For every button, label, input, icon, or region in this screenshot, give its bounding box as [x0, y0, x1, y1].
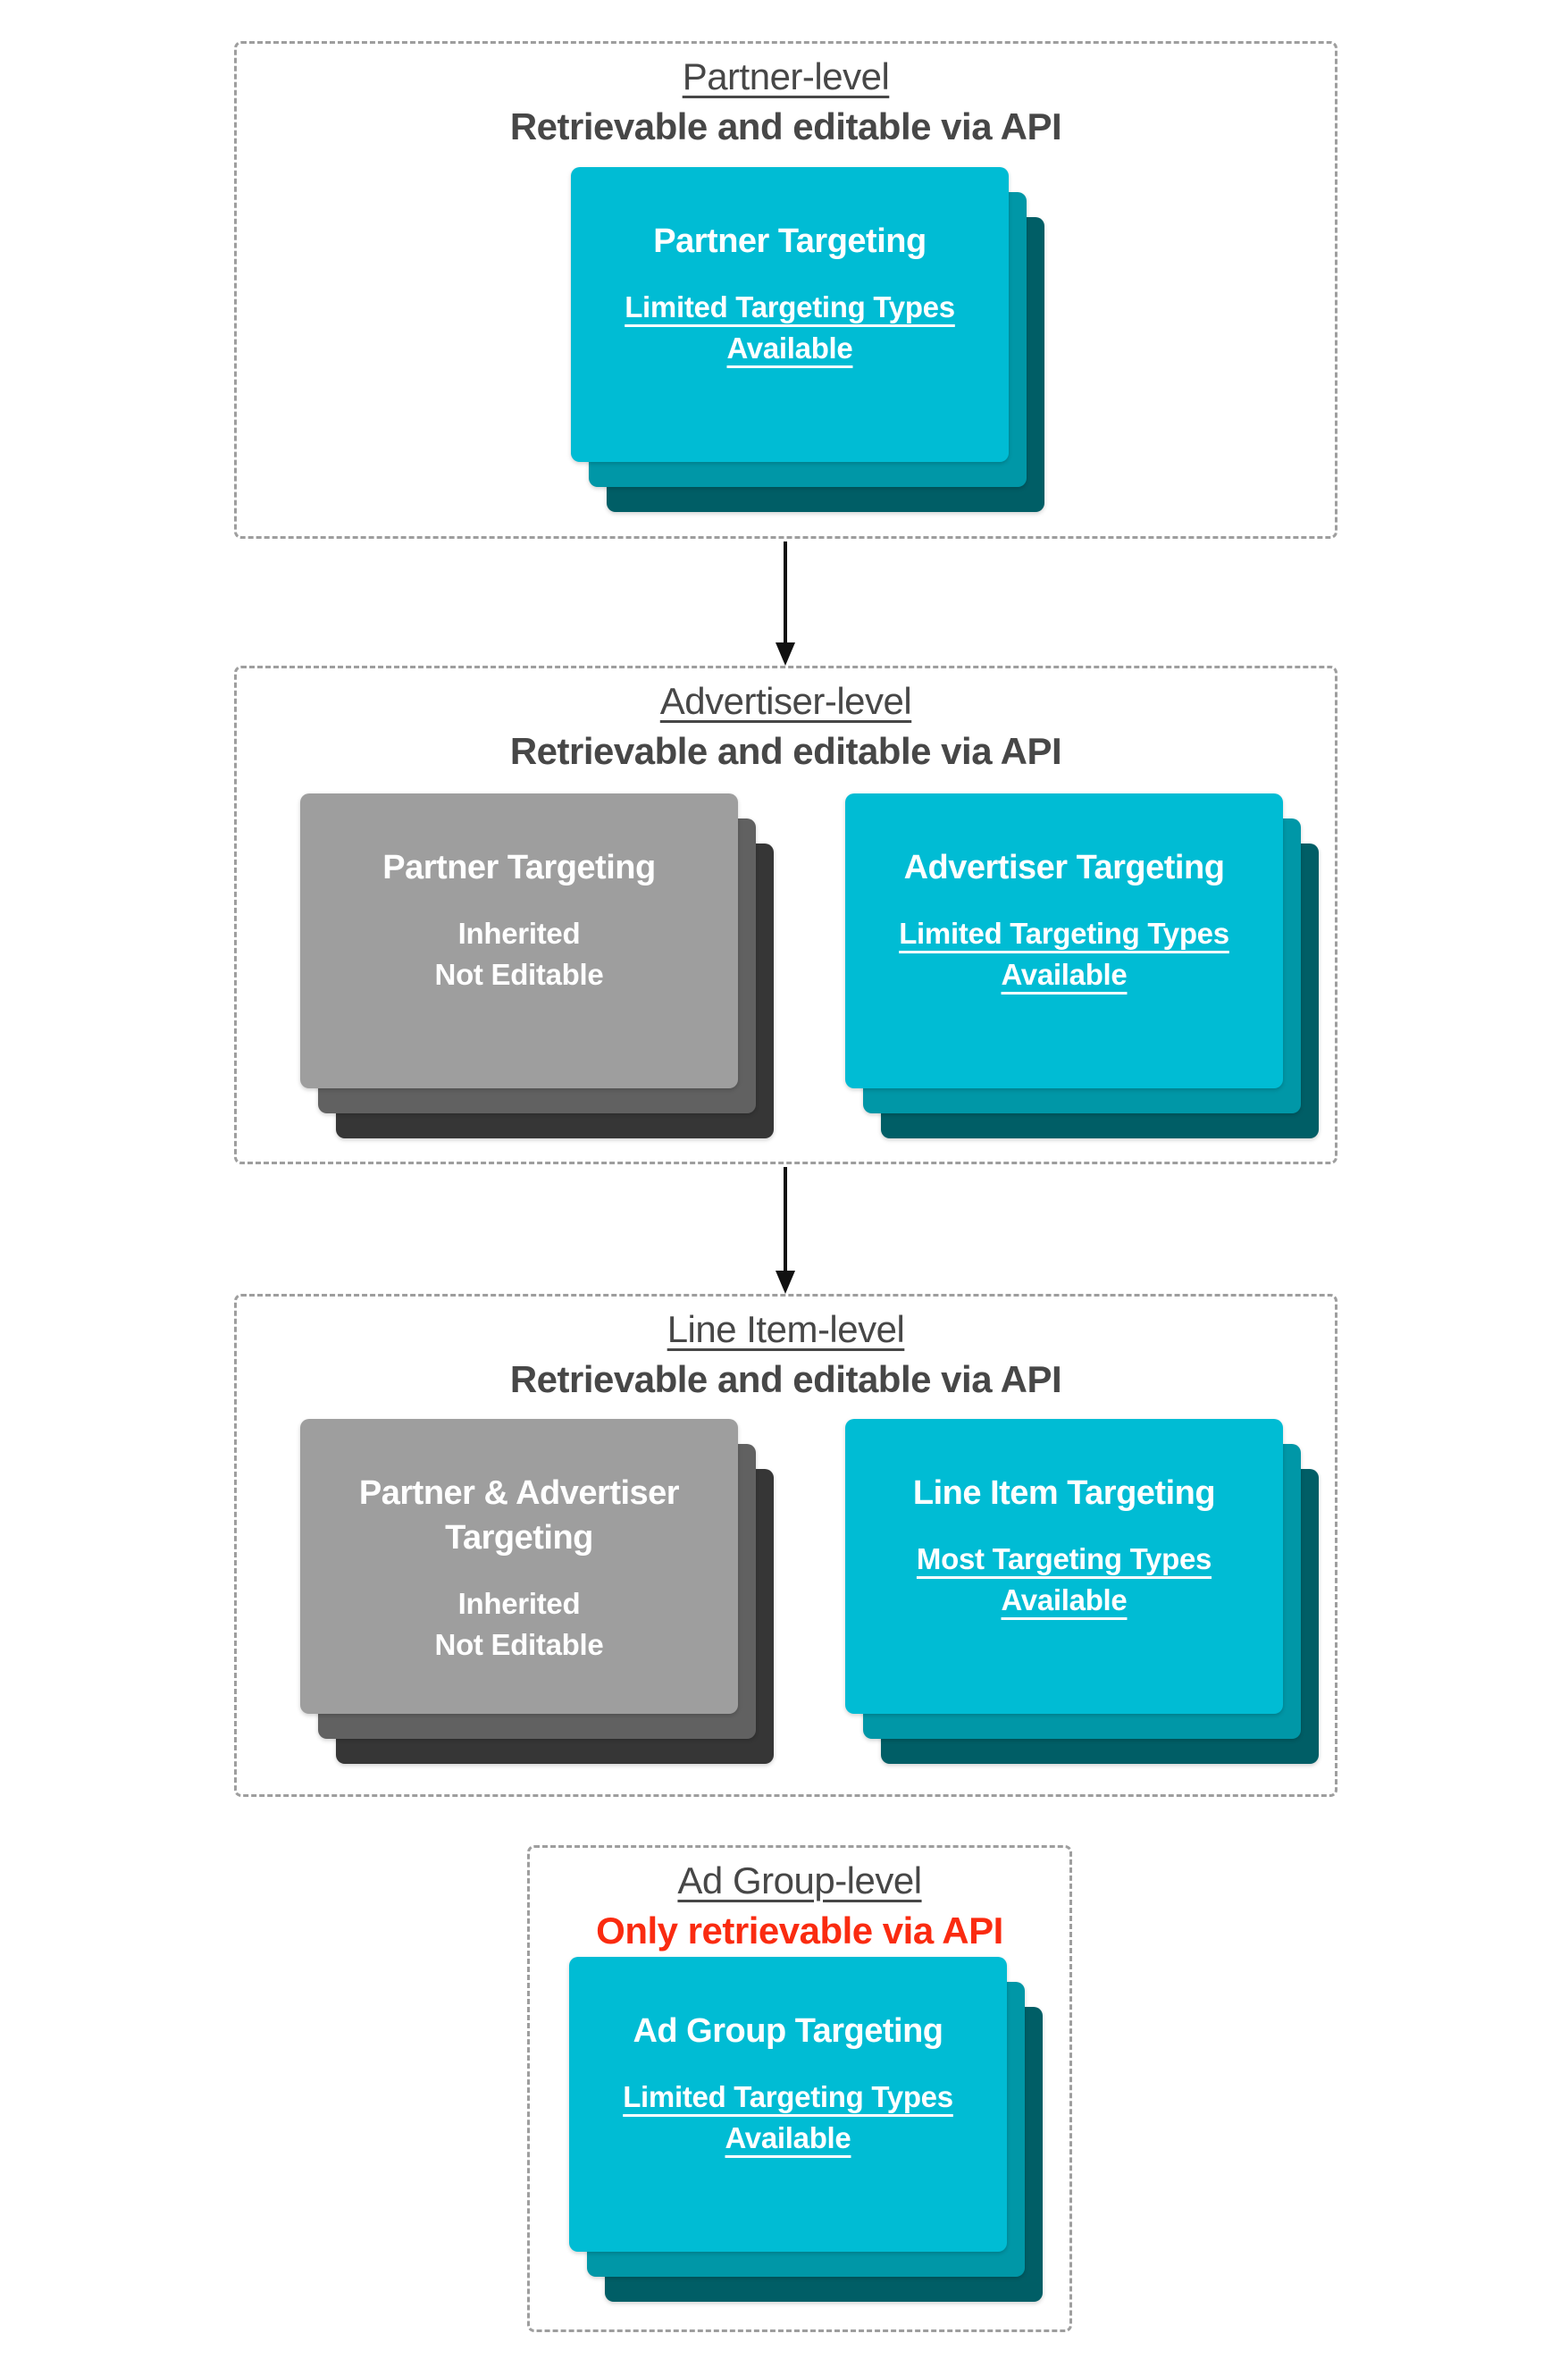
card-subtext: Limited Targeting Types Available	[625, 290, 955, 365]
arrow-head-icon	[776, 1271, 795, 1294]
section-title: Ad Group-level	[677, 1859, 922, 1901]
card-ad-group-targeting: Ad Group Targeting Limited Targeting Typ…	[569, 1957, 1043, 2302]
arrow-shaft	[784, 1167, 787, 1271]
card-heading: Advertiser Targeting	[903, 849, 1225, 886]
card-subtext: Inherited Not Editable	[434, 1587, 604, 1661]
section-partner-level: Partner-level Retrievable and editable v…	[234, 41, 1337, 539]
card-subtext: Limited Targeting Types Available	[623, 2080, 953, 2154]
card-heading: Partner Targeting	[653, 222, 927, 260]
card-face: Partner Targeting Limited Targeting Type…	[571, 167, 1009, 462]
card-inherited-partner-advertiser-targeting: Partner & Advertiser Targeting Inherited…	[300, 1419, 774, 1764]
arrow-advertiser-to-line-item	[776, 1167, 795, 1294]
card-face: Ad Group Targeting Limited Targeting Typ…	[569, 1957, 1007, 2252]
section-subtitle: Retrievable and editable via API	[509, 105, 1062, 147]
section-subtitle: Retrievable and editable via API	[509, 1358, 1062, 1400]
card-subtext: Inherited Not Editable	[434, 917, 604, 991]
card-advertiser-targeting: Advertiser Targeting Limited Targeting T…	[845, 793, 1319, 1138]
card-line-item-targeting: Line Item Targeting Most Targeting Types…	[845, 1419, 1319, 1764]
section-title: Partner-level	[682, 55, 890, 97]
card-heading: Partner & Advertiser Targeting	[358, 1474, 680, 1557]
section-title: Line Item-level	[667, 1308, 905, 1350]
arrow-shaft	[784, 541, 787, 642]
card-inherited-partner-targeting: Partner Targeting Inherited Not Editable	[300, 793, 774, 1138]
card-face: Advertiser Targeting Limited Targeting T…	[845, 793, 1283, 1088]
card-subtext: Limited Targeting Types Available	[899, 917, 1229, 991]
section-title: Advertiser-level	[659, 680, 912, 722]
section-ad-group-level: Ad Group-level Only retrievable via API …	[527, 1845, 1072, 2332]
card-face: Line Item Targeting Most Targeting Types…	[845, 1419, 1283, 1714]
card-face: Partner & Advertiser Targeting Inherited…	[300, 1419, 738, 1714]
card-face: Partner Targeting Inherited Not Editable	[300, 793, 738, 1088]
section-advertiser-level: Advertiser-level Retrievable and editabl…	[234, 666, 1337, 1164]
section-subtitle: Only retrievable via API	[596, 1910, 1003, 1952]
arrow-partner-to-advertiser	[776, 541, 795, 666]
card-heading: Line Item Targeting	[912, 1474, 1216, 1512]
section-line-item-level: Line Item-level Retrievable and editable…	[234, 1294, 1337, 1797]
card-subtext: Most Targeting Types Available	[916, 1542, 1212, 1616]
section-subtitle: Retrievable and editable via API	[509, 730, 1062, 772]
card-partner-targeting: Partner Targeting Limited Targeting Type…	[571, 167, 1044, 512]
card-heading: Ad Group Targeting	[633, 2012, 943, 2050]
arrow-head-icon	[776, 642, 795, 666]
card-heading: Partner Targeting	[382, 849, 656, 886]
